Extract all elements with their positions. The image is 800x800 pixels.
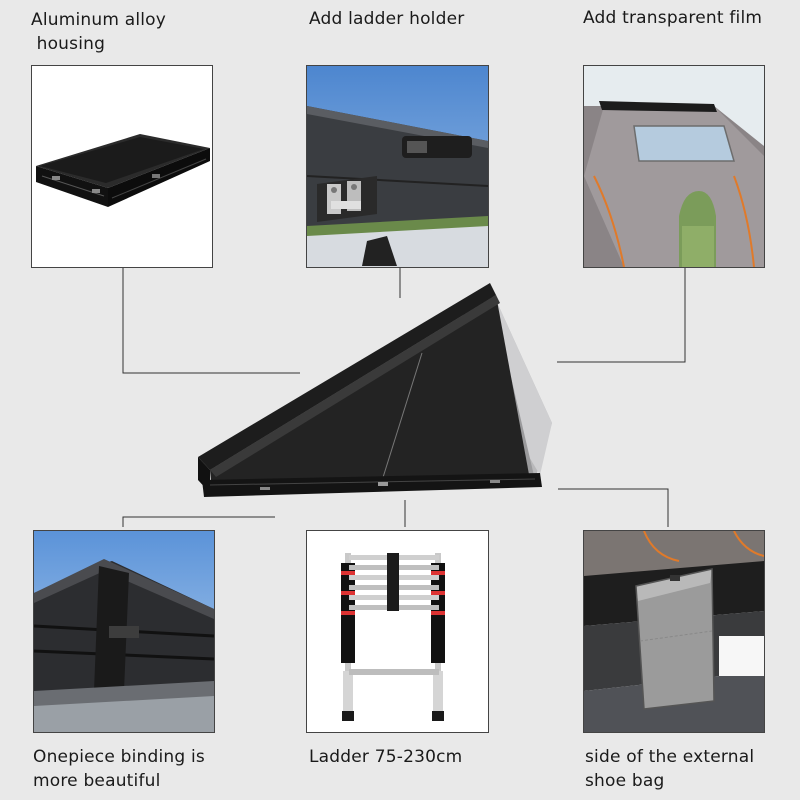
- photo-transparent-film: [583, 65, 765, 268]
- caption-aluminum-housing: Aluminum alloy housing: [31, 10, 167, 54]
- photo-shoe-bag: [583, 530, 765, 733]
- photo-ladder-holder: [306, 65, 489, 268]
- caption-ladder-length: Ladder 75-230cm: [309, 747, 463, 767]
- caption-shoe-bag: side of the external shoe bag: [585, 747, 755, 791]
- photo-telescopic-ladder: [306, 530, 489, 733]
- photo-aluminum-housing: [31, 65, 213, 268]
- caption-onepiece-binding: Onepiece binding is more beautiful: [33, 747, 205, 791]
- photo-onepiece-binding: [33, 530, 215, 733]
- caption-transparent-film: Add transparent film: [583, 8, 763, 28]
- caption-ladder-holder: Add ladder holder: [309, 9, 465, 29]
- photo-tent-main: [190, 275, 560, 515]
